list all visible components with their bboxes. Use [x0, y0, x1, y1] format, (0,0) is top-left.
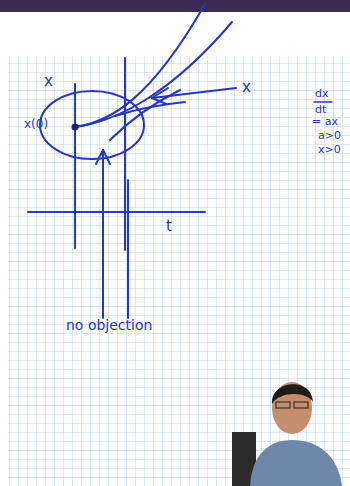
equation-text: dt: [315, 104, 326, 115]
axis-label: x: [44, 74, 53, 89]
presenter: [232, 382, 342, 486]
axis-label: x: [242, 80, 251, 95]
equation-text: dx: [315, 88, 329, 99]
condition-text: x>0: [318, 144, 341, 155]
grid-paper: [8, 56, 350, 486]
top-bar: [0, 0, 350, 12]
note-text: no objection: [66, 318, 152, 332]
initial-point: [72, 124, 79, 131]
initial-value-label: x(0): [24, 118, 48, 130]
equation-text: = ax: [312, 116, 338, 127]
condition-text: a>0: [318, 130, 341, 141]
axis-label: t: [166, 219, 172, 234]
ink-strokes: [28, 4, 332, 318]
